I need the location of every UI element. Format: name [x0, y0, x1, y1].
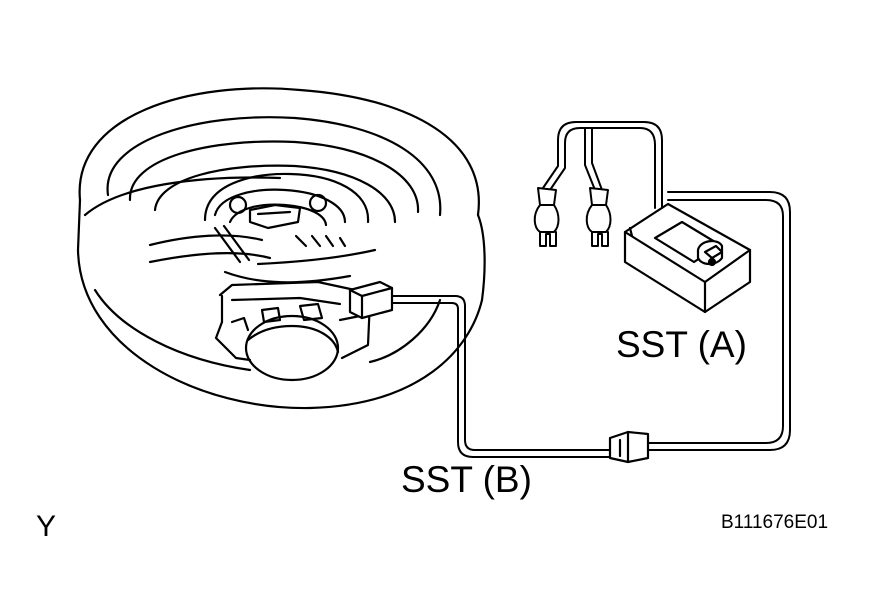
figure-id: B111676E01: [721, 512, 829, 533]
sst-b-label: SST (B): [401, 459, 532, 500]
sst-a-box: [623, 202, 752, 314]
harness-sst-b: [391, 295, 616, 458]
spare-tire: [76, 87, 486, 410]
inline-connector: [608, 430, 650, 464]
corner-mark: Y: [36, 510, 57, 543]
tire-mounted-unit: [214, 280, 372, 382]
sst-a-label: SST (A): [616, 324, 747, 365]
harness-sst-a-return: [647, 191, 791, 451]
tire-well-center: [148, 188, 377, 284]
unit-connector: [348, 280, 394, 320]
sst-a-test-leads: [533, 121, 663, 247]
